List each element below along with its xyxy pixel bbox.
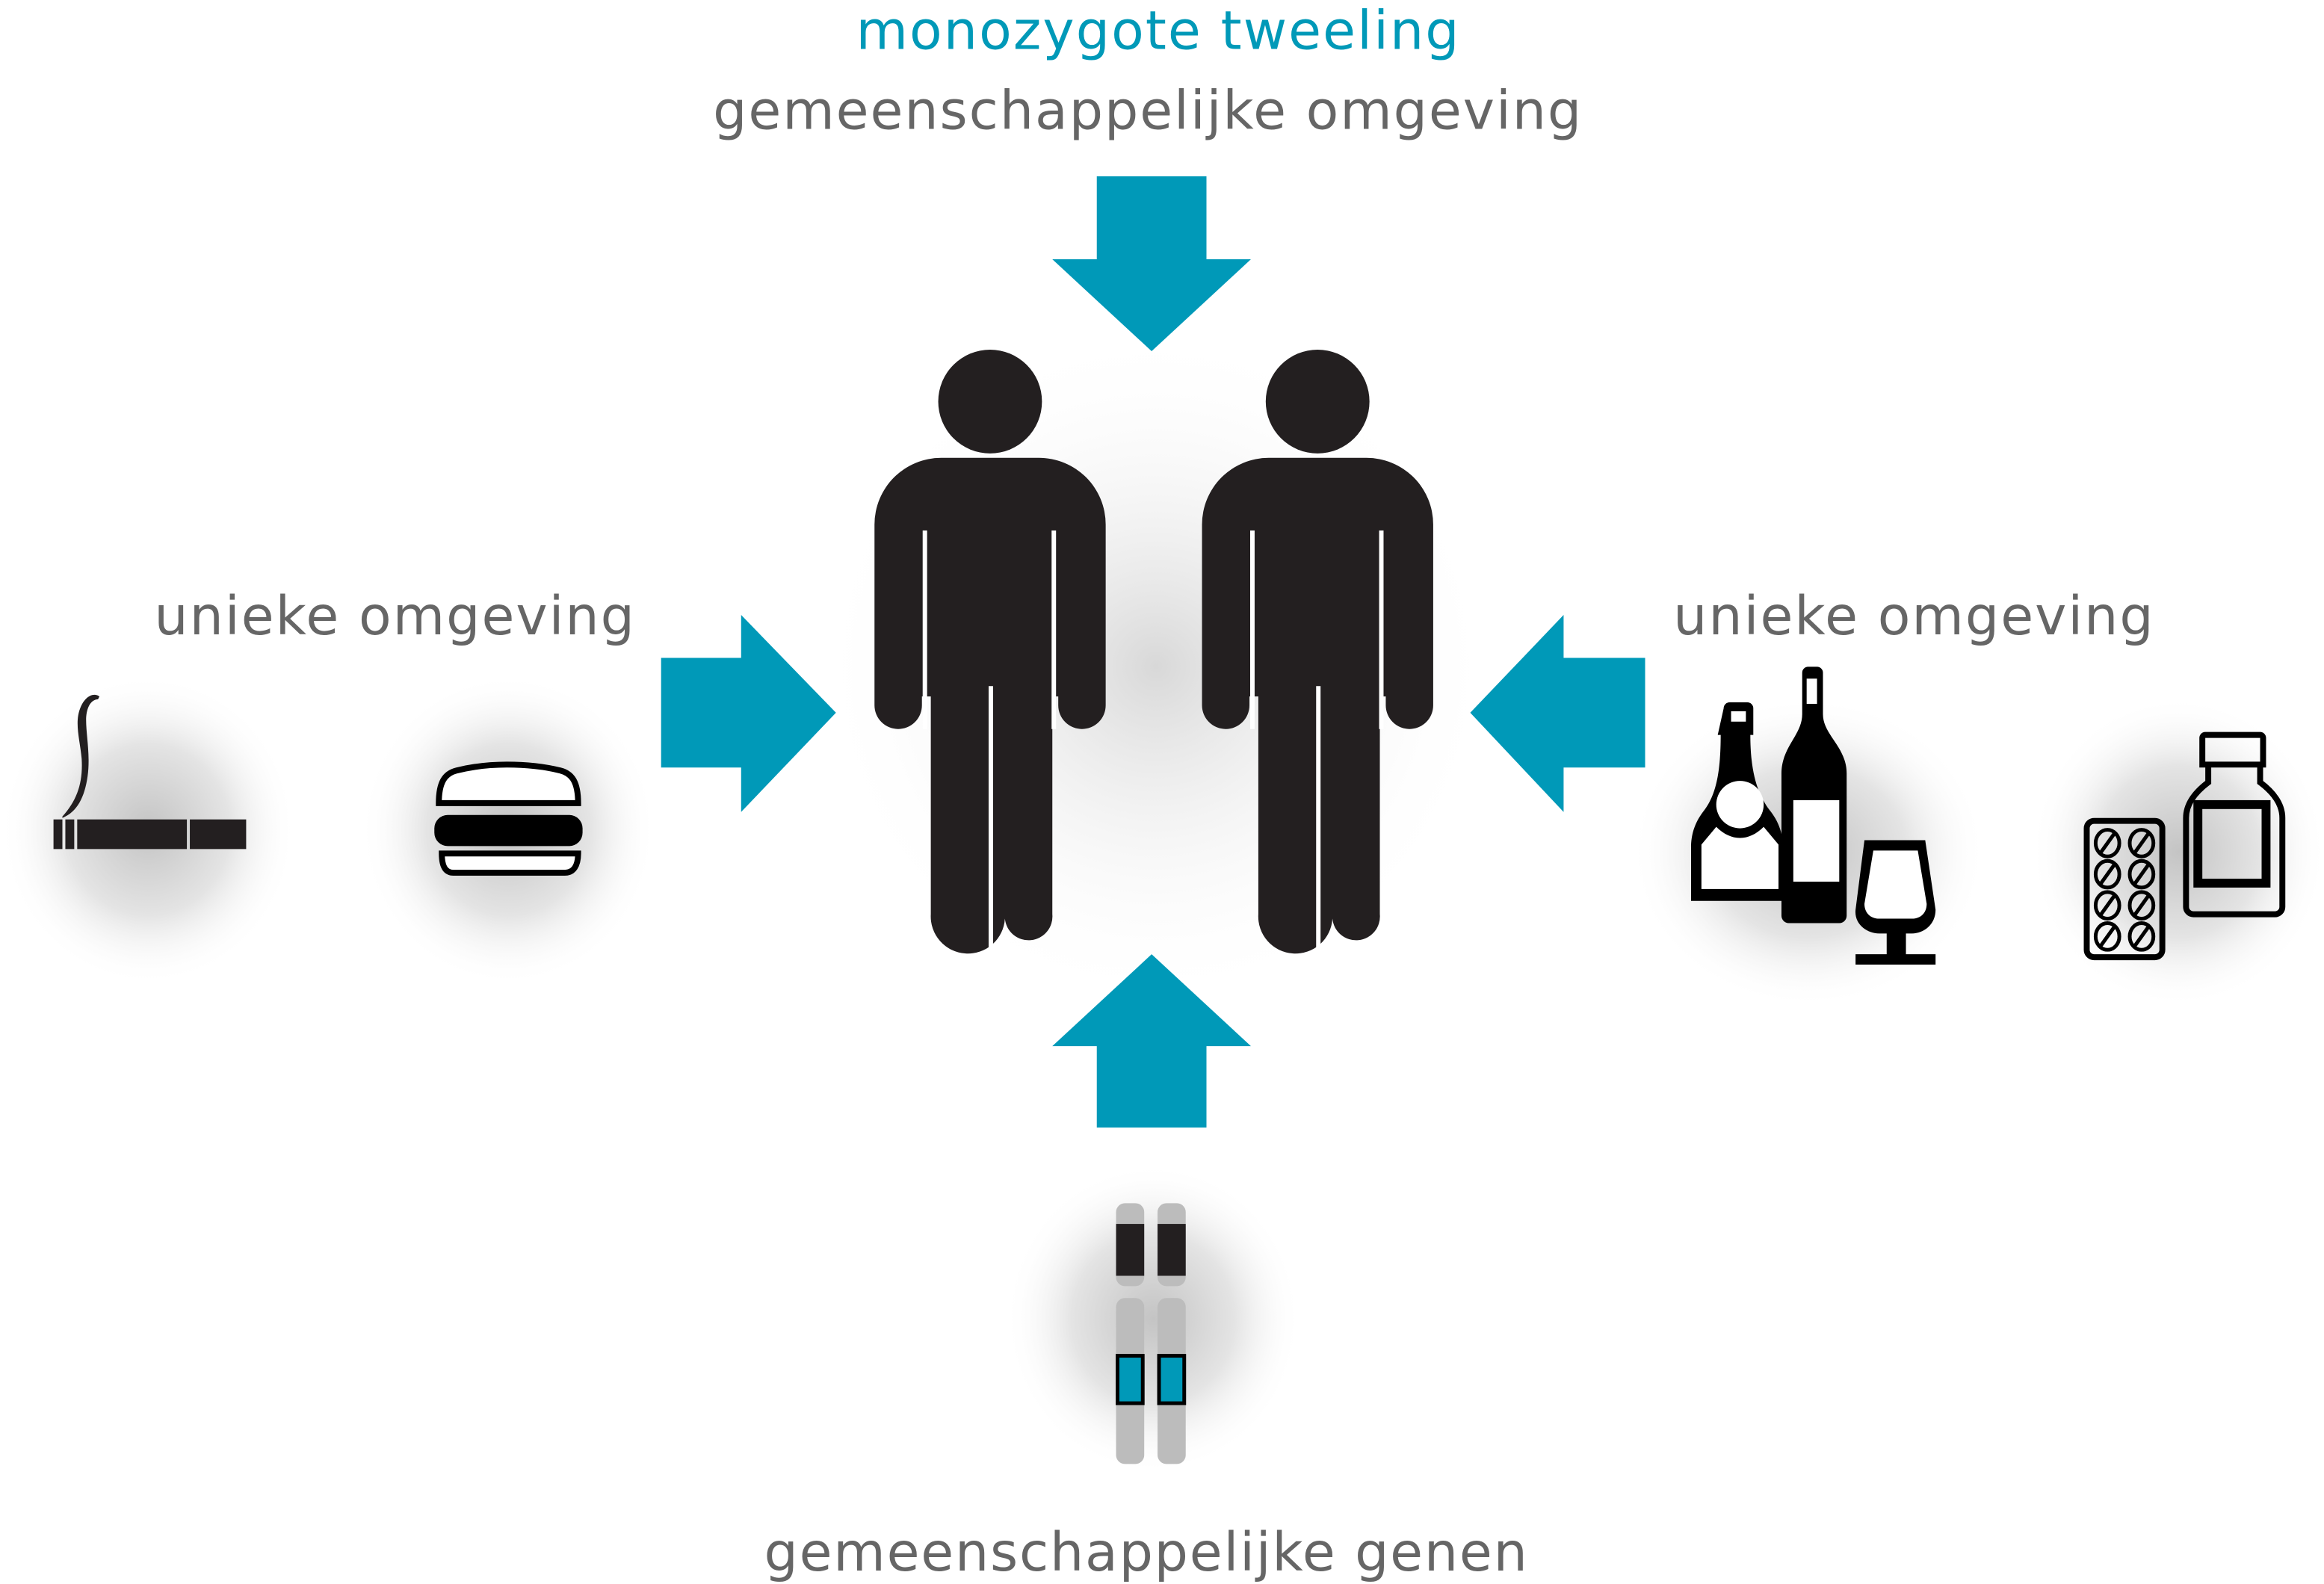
unique-environment-right-label: unieke omgeving xyxy=(1673,585,2154,647)
diagram-title: monozygote tweeling xyxy=(856,0,1459,61)
arrow-right-icon xyxy=(661,615,836,812)
person-icon xyxy=(874,350,1106,954)
chromosome-glow xyxy=(1004,1163,1302,1475)
medication-icon xyxy=(2083,731,2286,961)
arrow-up-icon xyxy=(1052,954,1251,1128)
arrow-left-icon xyxy=(1470,615,1645,812)
shared-genes-label: gemeenschappelijke genen xyxy=(764,1521,1527,1583)
cigarette-icon xyxy=(53,694,247,850)
unique-environment-left-label: unieke omgeving xyxy=(154,585,634,647)
medication-glow xyxy=(2030,696,2324,1008)
burger-icon xyxy=(434,761,583,876)
shared-environment-label: gemeenschappelijke omgeving xyxy=(713,80,1581,142)
arrow-down-icon xyxy=(1052,176,1251,352)
chromosome-icon xyxy=(1116,1203,1186,1464)
alcohol-icon xyxy=(1690,666,1936,965)
